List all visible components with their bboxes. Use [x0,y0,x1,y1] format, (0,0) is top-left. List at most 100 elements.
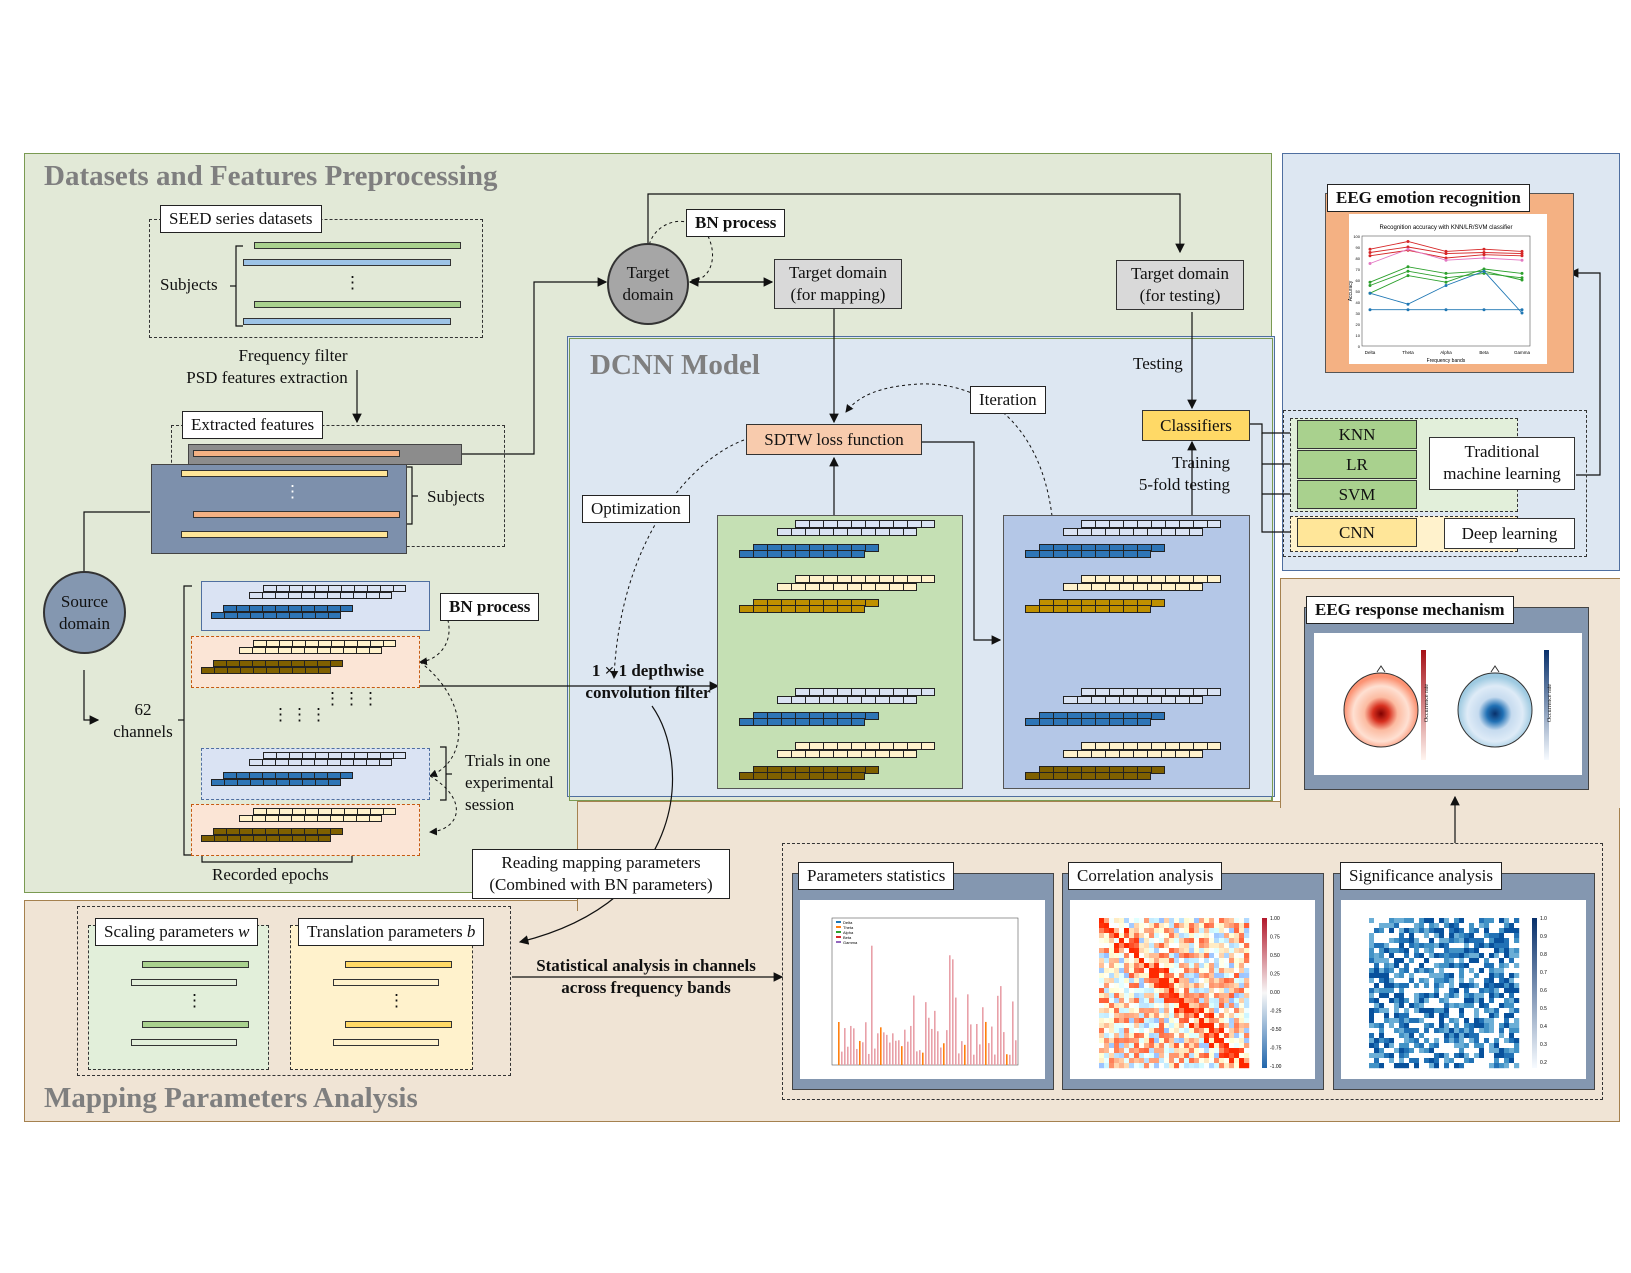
sig-cell [1369,1003,1375,1009]
corr-cell [1144,958,1150,964]
corr-cell [1139,1018,1145,1024]
epoch-row [213,660,343,667]
sig-cell [1514,993,1520,999]
sig-cell [1514,988,1520,994]
sig-cell [1384,933,1390,939]
corr-cell [1159,943,1165,949]
sig-cell [1489,1063,1495,1069]
corr-cell [1219,1023,1225,1029]
corr-cell [1099,923,1105,929]
sig-cell [1414,978,1420,984]
corr-cell [1129,963,1135,969]
sig-cell [1444,953,1450,959]
sig-cell [1434,968,1440,974]
sig-cell [1369,983,1375,989]
sig-cell [1514,983,1520,989]
sig-cell [1439,943,1445,949]
sig-cell [1404,1028,1410,1034]
corr-cell [1234,1058,1240,1064]
corr-cell [1194,973,1200,979]
sig-cell [1509,943,1515,949]
corr-cell [1179,1023,1185,1029]
stats-bar [1000,986,1002,1065]
sig-cell [1394,1043,1400,1049]
sig-cell [1409,1063,1415,1069]
sig-cell [1434,953,1440,959]
corr-cell [1134,993,1140,999]
sig-cell [1514,918,1520,924]
series-point [1520,258,1524,262]
sig-cell [1474,1013,1480,1019]
corr-cell [1179,1048,1185,1054]
corr-cell [1204,1053,1210,1059]
sig-cell [1424,1003,1430,1009]
sig-cell [1474,1028,1480,1034]
sig-cell [1444,983,1450,989]
y-tick: 50 [1356,289,1361,294]
sig-cell [1444,1008,1450,1014]
sig-cell [1404,983,1410,989]
corr-cell [1134,918,1140,924]
sig-cell [1384,918,1390,924]
corr-cell [1109,958,1115,964]
corr-cell [1179,998,1185,1004]
sig-cell [1404,948,1410,954]
sig-cell [1424,918,1430,924]
corr-cell [1139,963,1145,969]
corr-cell [1209,943,1215,949]
sig-cell [1424,953,1430,959]
sig-cell [1439,938,1445,944]
corr-cell [1124,1023,1130,1029]
sig-cell [1449,1048,1455,1054]
sig-cell [1394,973,1400,979]
layer-row [1081,688,1221,696]
corr-cell [1134,1058,1140,1064]
sig-cell [1384,973,1390,979]
corr-cell [1174,968,1180,974]
sig-cell [1374,1063,1380,1069]
sig-cell [1504,953,1510,959]
stats-bar [847,1046,849,1065]
sig-cell [1484,953,1490,959]
corr-cell [1224,1038,1230,1044]
sig-cell [1504,968,1510,974]
corr-cell [1204,1048,1210,1054]
corr-cell [1119,978,1125,984]
sig-cell [1509,1028,1515,1034]
sig-cell [1429,1063,1435,1069]
corr-cell [1189,978,1195,984]
sig-cell [1489,958,1495,964]
corr-cell [1209,938,1215,944]
sig-cell [1429,958,1435,964]
corr-cell [1174,1033,1180,1039]
stats-bar [943,1043,945,1065]
corr-cell [1184,1058,1190,1064]
corr-cell [1174,1028,1180,1034]
corr-cell [1139,918,1145,924]
corr-cell [1164,1013,1170,1019]
corr-cell [1129,968,1135,974]
sig-cell [1479,968,1485,974]
corr-cell [1234,1048,1240,1054]
sig-cell [1509,918,1515,924]
sig-cell [1494,963,1500,969]
corr-cell [1144,953,1150,959]
seed-bar [243,259,451,266]
sig-cell [1514,1058,1520,1064]
sig-cell [1474,983,1480,989]
sig-cell [1384,953,1390,959]
sig-cell [1469,1023,1475,1029]
corr-cell [1239,1058,1245,1064]
corr-cell [1114,933,1120,939]
sig-cell [1434,983,1440,989]
extracted-bar [193,450,400,457]
corr-cell [1194,938,1200,944]
corr-cell [1214,1013,1220,1019]
sig-cell [1409,1048,1415,1054]
corr-cell [1099,948,1105,954]
corr-cell [1154,933,1160,939]
sig-cell [1414,1038,1420,1044]
corr-cell [1179,973,1185,979]
corr-cell [1099,973,1105,979]
